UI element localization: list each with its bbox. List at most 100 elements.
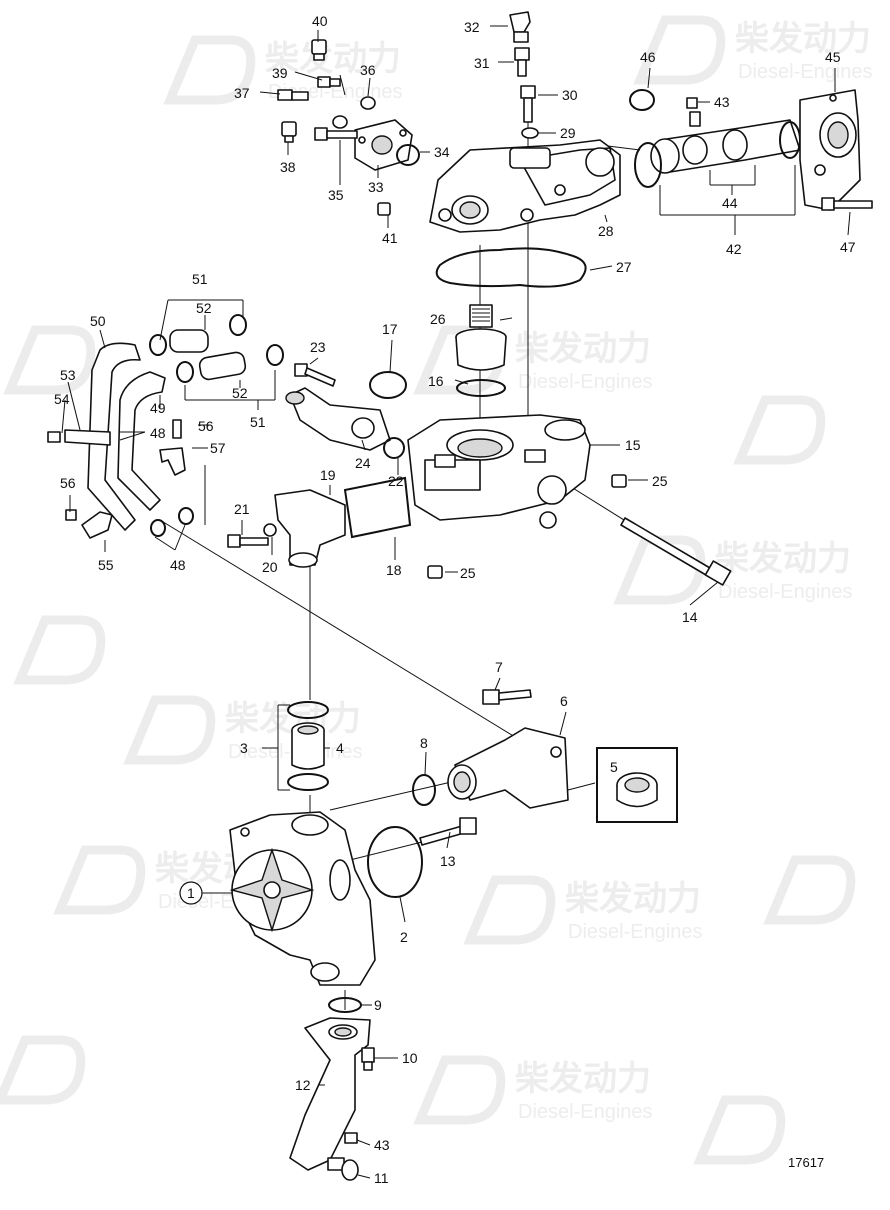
label-53: 53 bbox=[60, 367, 76, 383]
label-37: 37 bbox=[234, 85, 250, 101]
label-29: 29 bbox=[560, 125, 576, 141]
bolt-13 bbox=[419, 817, 477, 846]
inlet-pipe bbox=[289, 1017, 371, 1171]
label-25a: 25 bbox=[652, 473, 668, 489]
washer bbox=[360, 96, 376, 110]
watermark-cn: 柴发动力 bbox=[715, 539, 851, 579]
label-17: 17 bbox=[382, 321, 398, 337]
label-8: 8 bbox=[420, 735, 428, 751]
drawing-number: 17617 bbox=[788, 1155, 824, 1170]
label-15: 15 bbox=[625, 437, 641, 453]
label-55: 55 bbox=[98, 557, 114, 573]
coolant-elbow bbox=[274, 489, 346, 568]
label-16: 16 bbox=[428, 373, 444, 389]
label-52a: 52 bbox=[196, 300, 212, 316]
label-4: 4 bbox=[336, 740, 344, 756]
plug-43 bbox=[686, 97, 698, 109]
plug bbox=[311, 39, 327, 61]
thermostat-seal bbox=[456, 379, 506, 397]
banjo-bolt bbox=[520, 85, 536, 123]
label-1: 1 bbox=[187, 885, 195, 901]
label-49: 49 bbox=[150, 400, 166, 416]
label-6: 6 bbox=[560, 693, 568, 709]
label-10: 10 bbox=[402, 1050, 418, 1066]
connection-sleeve bbox=[291, 722, 325, 770]
mounting-bolt bbox=[821, 197, 873, 211]
label-44: 44 bbox=[722, 195, 738, 211]
nut bbox=[611, 474, 627, 488]
label-32: 32 bbox=[464, 19, 480, 35]
elbow-fitting bbox=[509, 11, 531, 43]
label-34: 34 bbox=[434, 144, 450, 160]
label-46: 46 bbox=[640, 49, 656, 65]
thermostat bbox=[455, 304, 507, 371]
label-31: 31 bbox=[474, 55, 490, 71]
label-48a: 48 bbox=[150, 425, 166, 441]
label-12: 12 bbox=[295, 1077, 311, 1093]
water-pump bbox=[229, 811, 376, 986]
label-43b: 43 bbox=[374, 1137, 390, 1153]
label-25b: 25 bbox=[460, 565, 476, 581]
elbow-flange bbox=[285, 387, 391, 451]
manifold-block bbox=[799, 89, 861, 211]
o-ring-17 bbox=[369, 371, 407, 399]
label-39: 39 bbox=[272, 65, 288, 81]
label-50: 50 bbox=[90, 313, 106, 329]
hose-seal bbox=[634, 142, 662, 188]
leader-lines bbox=[61, 25, 851, 1179]
watermark-en: Diesel-Engines bbox=[568, 921, 703, 943]
sleeve-detail-inset bbox=[596, 747, 678, 823]
label-33: 33 bbox=[368, 179, 384, 195]
watermark-cn: 柴发动力 bbox=[515, 1059, 651, 1099]
watermark-en: Diesel-Engines bbox=[518, 1101, 653, 1123]
label-51b: 51 bbox=[250, 414, 266, 430]
outlet-gasket bbox=[396, 144, 420, 166]
plug-43b bbox=[344, 1132, 358, 1144]
bolt-23 bbox=[294, 363, 336, 387]
long-bolt bbox=[620, 517, 732, 586]
o-ring-3 bbox=[287, 701, 329, 719]
bolt-7 bbox=[482, 689, 532, 705]
temperature-switch bbox=[317, 76, 341, 88]
label-21: 21 bbox=[234, 501, 250, 517]
watermark-en: Diesel-Engines bbox=[738, 61, 873, 83]
o-ring-8 bbox=[412, 774, 436, 806]
label-18: 18 bbox=[386, 562, 402, 578]
watermark-en: Diesel-Engines bbox=[518, 371, 653, 393]
watermark-cn: 柴发动力 bbox=[565, 879, 701, 919]
label-45: 45 bbox=[825, 49, 841, 65]
bolt-21 bbox=[227, 534, 269, 548]
connection-pipe bbox=[650, 111, 801, 174]
part-number-labels: 40 39 37 36 38 35 33 34 41 32 31 30 29 2… bbox=[54, 13, 856, 1186]
washer bbox=[332, 115, 348, 129]
watermark-cn: 柴发动力 bbox=[735, 19, 871, 59]
label-30: 30 bbox=[562, 87, 578, 103]
label-26: 26 bbox=[430, 311, 446, 327]
flange-bolt bbox=[314, 127, 358, 141]
water-pump-elbow bbox=[447, 727, 569, 809]
label-22: 22 bbox=[388, 473, 404, 489]
pump-seal-ring bbox=[367, 826, 423, 898]
label-43a: 43 bbox=[714, 94, 730, 110]
watermark-cn: 柴发动力 bbox=[515, 329, 651, 369]
label-35: 35 bbox=[328, 187, 344, 203]
nut bbox=[377, 202, 391, 216]
thermostat-housing-cover bbox=[429, 139, 621, 233]
label-1-circle bbox=[179, 881, 203, 905]
bypass-hoses bbox=[87, 314, 284, 531]
label-27: 27 bbox=[616, 259, 632, 275]
housing-gasket bbox=[343, 476, 412, 539]
o-ring-48 bbox=[178, 507, 194, 525]
label-41: 41 bbox=[382, 230, 398, 246]
temperature-sensor bbox=[277, 89, 309, 101]
label-40: 40 bbox=[312, 13, 328, 29]
label-56a: 56 bbox=[198, 418, 214, 434]
plug bbox=[281, 121, 297, 143]
label-14: 14 bbox=[682, 609, 698, 625]
label-56b: 56 bbox=[60, 475, 76, 491]
label-7: 7 bbox=[495, 659, 503, 675]
hose-bracket bbox=[47, 429, 111, 446]
label-23: 23 bbox=[310, 339, 326, 355]
o-ring-22 bbox=[383, 437, 405, 459]
